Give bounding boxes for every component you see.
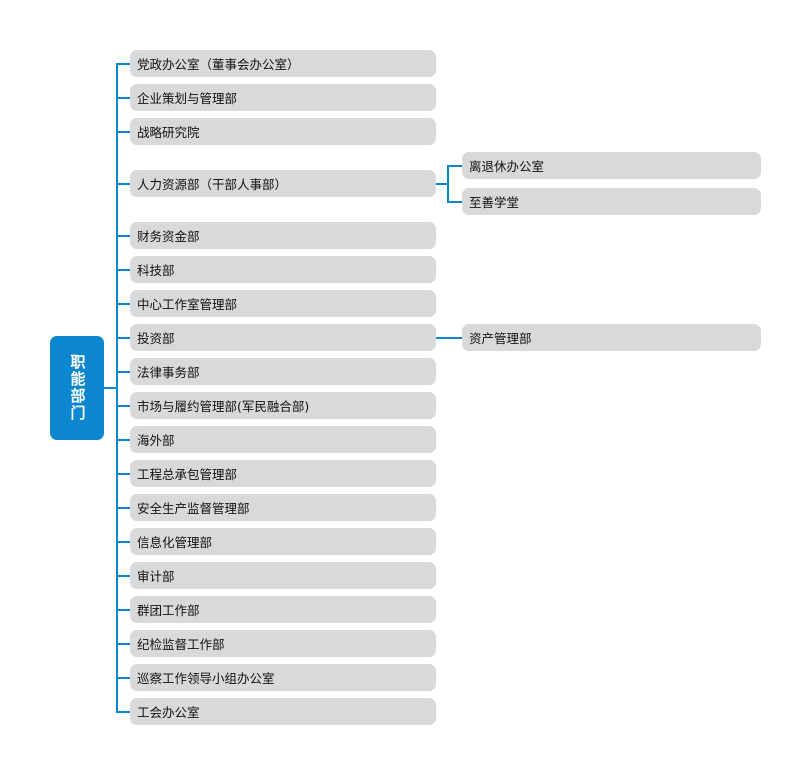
department-node[interactable]: 工程总承包管理部 — [130, 460, 436, 487]
hr-connector — [436, 183, 448, 185]
node-label: 战略研究院 — [137, 125, 200, 140]
investment-connector — [436, 337, 462, 339]
node-label: 市场与履约管理部(军民融合部) — [137, 399, 310, 414]
node-label: 至善学堂 — [469, 195, 520, 210]
department-node[interactable]: 法律事务部 — [130, 358, 436, 385]
root-label: 职能部门 — [68, 354, 87, 422]
node-label: 法律事务部 — [137, 365, 200, 380]
branch-connector — [116, 371, 130, 373]
department-node[interactable]: 群团工作部 — [130, 596, 436, 623]
node-retirement-office[interactable]: 离退休办公室 — [462, 152, 761, 179]
node-label: 巡察工作领导小组办公室 — [137, 671, 275, 686]
node-label: 群团工作部 — [137, 603, 200, 618]
department-node[interactable]: 投资部 — [130, 324, 436, 351]
department-node[interactable]: 人力资源部（干部人事部） — [130, 170, 436, 197]
department-node[interactable]: 财务资金部 — [130, 222, 436, 249]
trunk-line — [116, 63, 118, 713]
branch-connector — [116, 541, 130, 543]
branch-connector — [116, 405, 130, 407]
branch-connector — [116, 609, 130, 611]
department-node[interactable]: 信息化管理部 — [130, 528, 436, 555]
node-label: 人力资源部（干部人事部） — [137, 177, 288, 192]
branch-connector — [116, 97, 130, 99]
node-label: 企业策划与管理部 — [137, 91, 238, 106]
department-node[interactable]: 战略研究院 — [130, 118, 436, 145]
branch-connector — [116, 643, 130, 645]
node-label: 投资部 — [137, 331, 175, 346]
hr-branch-line — [447, 165, 449, 202]
hr-child-2-connector — [447, 201, 462, 203]
branch-connector — [116, 269, 130, 271]
department-node[interactable]: 安全生产监督管理部 — [130, 494, 436, 521]
department-node[interactable]: 海外部 — [130, 426, 436, 453]
node-label: 海外部 — [137, 433, 175, 448]
branch-connector — [116, 303, 130, 305]
hr-child-1-connector — [447, 165, 462, 167]
node-label: 安全生产监督管理部 — [137, 501, 250, 516]
branch-connector — [116, 235, 130, 237]
node-label: 工会办公室 — [137, 705, 200, 720]
node-label: 党政办公室（董事会办公室） — [137, 57, 300, 72]
department-node[interactable]: 巡察工作领导小组办公室 — [130, 664, 436, 691]
department-node[interactable]: 企业策划与管理部 — [130, 84, 436, 111]
department-node[interactable]: 党政办公室（董事会办公室） — [130, 50, 436, 77]
node-label: 纪检监督工作部 — [137, 637, 225, 652]
branch-connector — [116, 575, 130, 577]
department-node[interactable]: 工会办公室 — [130, 698, 436, 725]
branch-connector — [116, 473, 130, 475]
branch-connector — [116, 439, 130, 441]
branch-connector — [116, 711, 130, 713]
node-label: 资产管理部 — [469, 331, 532, 346]
department-node[interactable]: 市场与履约管理部(军民融合部) — [130, 392, 436, 419]
root-node[interactable]: 职能部门 — [50, 336, 104, 440]
branch-connector — [116, 677, 130, 679]
node-zhishan-academy[interactable]: 至善学堂 — [462, 188, 761, 215]
node-label: 财务资金部 — [137, 229, 200, 244]
node-label: 审计部 — [137, 569, 175, 584]
node-label: 中心工作室管理部 — [137, 297, 238, 312]
node-label: 信息化管理部 — [137, 535, 213, 550]
branch-connector — [116, 183, 130, 185]
node-label: 离退休办公室 — [469, 159, 545, 174]
branch-connector — [116, 507, 130, 509]
branch-connector — [116, 131, 130, 133]
node-label: 科技部 — [137, 263, 175, 278]
node-label: 工程总承包管理部 — [137, 467, 238, 482]
branch-connector — [116, 337, 130, 339]
root-connector — [104, 387, 117, 389]
department-node[interactable]: 科技部 — [130, 256, 436, 283]
department-node[interactable]: 中心工作室管理部 — [130, 290, 436, 317]
branch-connector — [116, 63, 130, 65]
node-asset-management[interactable]: 资产管理部 — [462, 324, 761, 351]
department-node[interactable]: 纪检监督工作部 — [130, 630, 436, 657]
department-node[interactable]: 审计部 — [130, 562, 436, 589]
